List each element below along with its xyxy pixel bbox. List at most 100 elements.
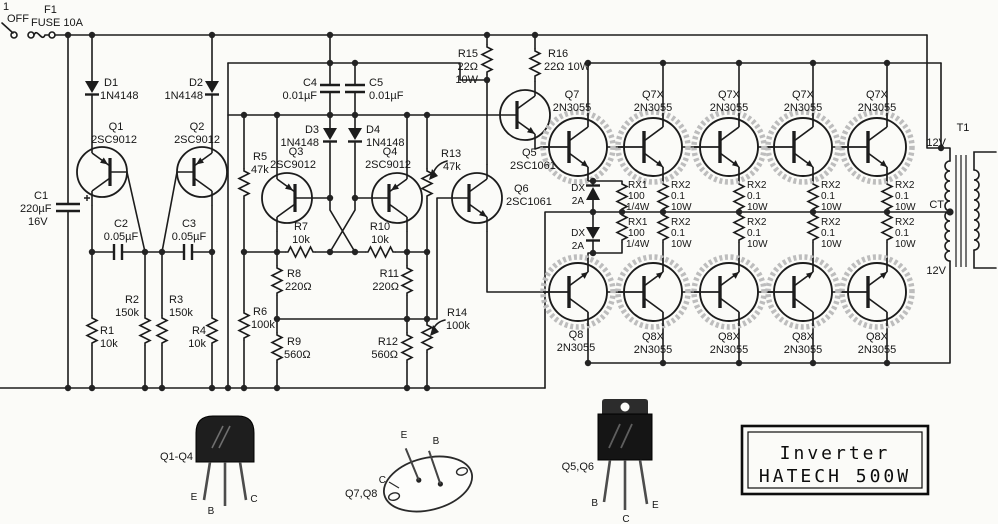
r3-value: 150k <box>169 307 193 319</box>
rx1-bottom-value: 100 <box>628 228 645 239</box>
r15-value: 22Ω <box>458 61 478 73</box>
rx2-value: 0.1 <box>671 191 685 202</box>
d1-ref: D1 <box>104 77 118 89</box>
transistor-q7x <box>768 112 838 182</box>
r5-ref: R5 <box>253 151 267 163</box>
resistor-r1 <box>86 314 98 347</box>
c1-voltage: 16V <box>28 216 48 228</box>
diode-d1 <box>83 79 101 96</box>
rx2-value: 0.1 <box>671 228 685 239</box>
capacitor-c3 <box>182 244 194 260</box>
rx2-wattage: 10W <box>671 202 692 213</box>
dx2-value: 2A <box>572 241 585 252</box>
r13-value: 47k <box>443 161 461 173</box>
diode-d2 <box>203 79 221 96</box>
dx1-value: 2A <box>572 196 585 207</box>
resistor-rx2 <box>807 211 819 244</box>
r2-value: 150k <box>115 307 139 319</box>
diode-dx1 <box>584 184 602 202</box>
c5-value: 0.01µF <box>369 90 404 102</box>
to92-pin-c: C <box>250 494 257 505</box>
q1-ref: Q1 <box>109 121 124 133</box>
transformer-t1 <box>944 155 980 267</box>
transistor-q7x <box>694 112 764 182</box>
q7-ref: Q7 <box>565 89 580 101</box>
q7x-ref: Q7X <box>642 89 665 101</box>
rx2-wattage: 10W <box>821 239 842 250</box>
transistor-q8x <box>694 257 764 327</box>
q4-ref: Q4 <box>383 146 398 158</box>
switch-label: OFF <box>7 13 29 25</box>
resistor-r4 <box>206 314 218 347</box>
q7x-ref: Q7X <box>866 89 889 101</box>
q8-ref: Q8 <box>569 329 584 341</box>
trimmer-arrow-r13 <box>429 160 448 180</box>
q7x-part: 2N3055 <box>634 102 673 114</box>
c2-ref: C2 <box>114 218 128 230</box>
q4-part: 2SC9012 <box>365 159 411 171</box>
resistor-r8 <box>271 264 283 297</box>
capacitor-c1 <box>56 195 90 213</box>
title-block: Inverter HATECH 500W <box>740 424 930 496</box>
package-to3: E B C Q7,Q8 <box>345 430 474 513</box>
resistor-rx2 <box>881 180 893 213</box>
resistor-r2 <box>139 314 151 347</box>
title-line1: Inverter <box>780 443 891 464</box>
r12-ref: R12 <box>378 336 398 348</box>
dx1-ref: DX <box>571 183 585 194</box>
r14-ref: R14 <box>447 307 467 319</box>
r7-value: 10k <box>292 234 310 246</box>
package-to92: Q1-Q4 E B C <box>160 415 258 517</box>
q2-part: 2SC9012 <box>174 134 220 146</box>
q8x-part: 2N3055 <box>634 344 673 356</box>
resistor-rx2 <box>733 211 745 244</box>
title-line2: HATECH 500W <box>759 466 911 487</box>
rx2-value: 0.1 <box>821 191 835 202</box>
r16-value: 22Ω 10W <box>544 61 591 73</box>
r2-ref: R2 <box>125 294 139 306</box>
r1-value: 10k <box>100 338 118 350</box>
d2-ref: D2 <box>189 77 203 89</box>
rx1-top-value: 100 <box>628 191 645 202</box>
r10-ref: R10 <box>370 221 390 233</box>
q7x-part: 2N3055 <box>858 102 897 114</box>
rx2-ref: RX2 <box>895 180 915 191</box>
transistor-q8 <box>543 257 613 327</box>
q7x-part: 2N3055 <box>710 102 749 114</box>
transistor-q8x <box>842 257 912 327</box>
rx2-wattage: 10W <box>895 239 916 250</box>
q8x-part: 2N3055 <box>784 344 823 356</box>
switch-number-label: 1 <box>3 1 9 13</box>
rx1-bottom-wattage: 1/4W <box>626 239 650 250</box>
q7x-ref: Q7X <box>718 89 741 101</box>
rx2-ref: RX2 <box>747 217 767 228</box>
rx2-wattage: 10W <box>895 202 916 213</box>
c1-value: 220µF <box>20 203 52 215</box>
r6-value: 100k <box>251 319 275 331</box>
r1-ref: R1 <box>100 325 114 337</box>
q5-part: 2SC1061 <box>510 160 556 172</box>
c1-ref: C1 <box>34 190 48 202</box>
r4-ref: R4 <box>192 325 206 337</box>
resistor-r5 <box>238 167 250 200</box>
rx2-ref: RX2 <box>747 180 767 191</box>
transistor-q7x <box>618 112 688 182</box>
q7x-part: 2N3055 <box>784 102 823 114</box>
t1-center-tap: CT <box>929 199 944 211</box>
r5-value: 47k <box>251 164 269 176</box>
d4-value: 1N4148 <box>366 137 405 149</box>
labels: 1 OFF F1 FUSE 10A C1 220µF 16V D1 1N4148… <box>3 1 969 361</box>
d2-value: 1N4148 <box>164 90 203 102</box>
q8-part: 2N3055 <box>557 342 596 354</box>
to220-pin-b: B <box>591 498 598 509</box>
c4-value: 0.01µF <box>283 90 318 102</box>
rx2-ref: RX2 <box>821 217 841 228</box>
r3-ref: R3 <box>169 294 183 306</box>
r10-value: 10k <box>371 234 389 246</box>
rx2-value: 0.1 <box>747 228 761 239</box>
rx2-value: 0.1 <box>895 191 909 202</box>
trimmer-arrow-r14 <box>430 319 446 336</box>
package-to220: Q5,Q6 B C E <box>562 399 659 524</box>
